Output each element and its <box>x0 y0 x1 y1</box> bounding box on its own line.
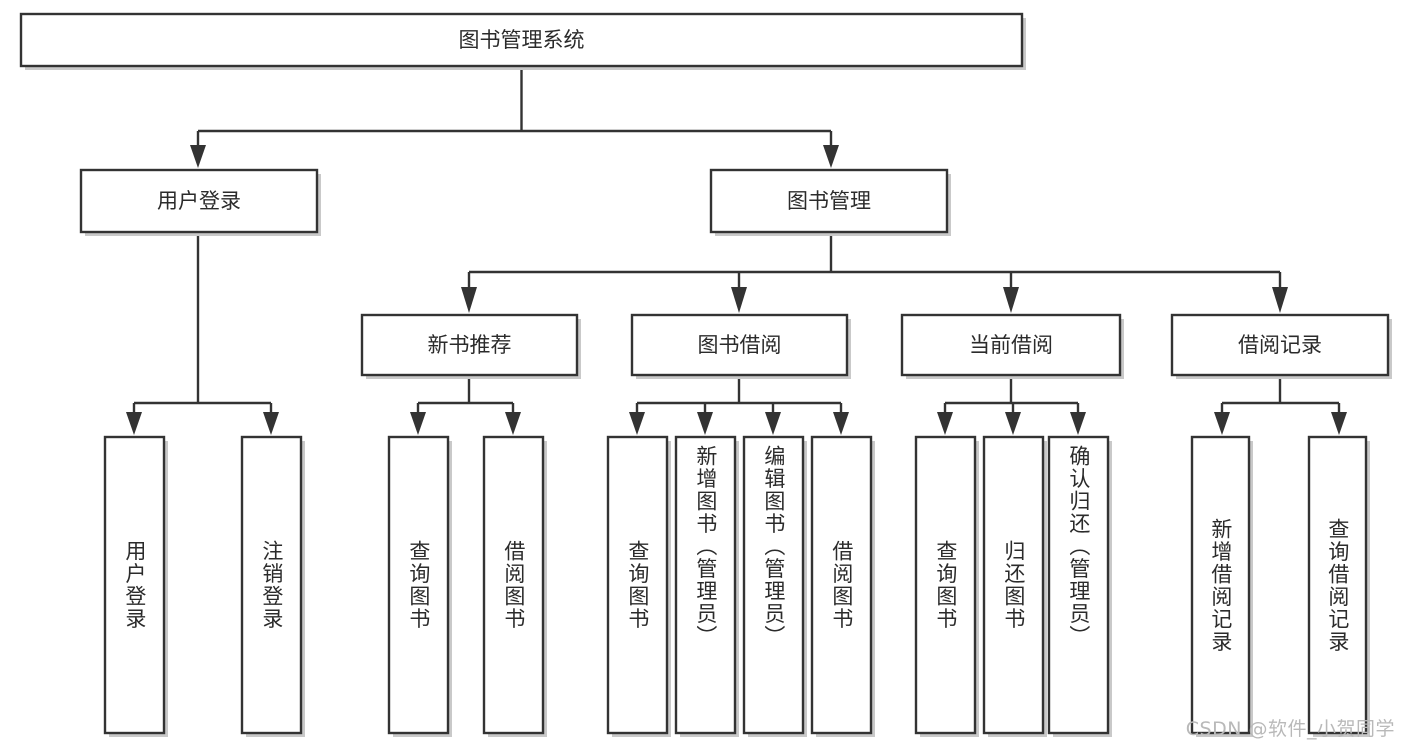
node-label-book-borrow: 图书借阅 <box>698 333 782 357</box>
level2-node-user-login-group <box>79 168 321 236</box>
leaf-box-cb-1 <box>914 435 977 735</box>
arrow-head-leaf-logout <box>263 412 279 435</box>
arrow-head-user-login <box>190 145 206 168</box>
leaf-boxes-current-borrow <box>914 435 1112 737</box>
leaf-box-nbr-2 <box>482 435 545 735</box>
arrow-head-bb-leaf-3 <box>765 412 781 435</box>
leaf-box-bb-3 <box>742 435 805 735</box>
connectors-borrow-record-to-leaves <box>1214 375 1347 435</box>
arrow-head-book-manage <box>823 145 839 168</box>
root-node-box <box>19 12 1024 68</box>
leaf-box-nbr-1 <box>387 435 450 735</box>
connectors-user-login-to-leaves <box>126 232 279 435</box>
leaf-boxes-book-borrow <box>606 435 875 737</box>
leaf-box-bb-4 <box>810 435 873 735</box>
arrow-head-borrow-record <box>1272 287 1288 313</box>
arrow-head-nbr-leaf-2 <box>505 412 521 435</box>
leaf-boxes-user-login <box>103 435 305 737</box>
arrow-head-bb-leaf-2 <box>697 412 713 435</box>
arrow-head-new-book-recommend <box>461 287 477 313</box>
level2-node-book-manage-group <box>709 168 951 236</box>
node-box-book-manage <box>709 168 949 234</box>
arrow-head-cb-leaf-2 <box>1005 412 1021 435</box>
connectors-book-borrow-to-leaves <box>629 375 849 435</box>
leaf-box-bb-2 <box>674 435 737 735</box>
node-label-user-login: 用户登录 <box>157 189 241 213</box>
node-box-borrow-record <box>1170 313 1390 377</box>
arrow-head-current-borrow <box>1003 287 1019 313</box>
node-label-current-borrow: 当前借阅 <box>969 333 1053 357</box>
arrow-head-bb-leaf-1 <box>629 412 645 435</box>
leaf-box-cb-3 <box>1047 435 1110 735</box>
leaf-box-cb-2 <box>982 435 1045 735</box>
leaf-box-ul-1 <box>103 435 166 735</box>
node-box-user-login <box>79 168 319 234</box>
level3-node-new-book-recommend-group <box>360 313 581 379</box>
leaf-box-bb-1 <box>606 435 669 735</box>
connectors-root-to-level2 <box>190 66 839 168</box>
arrow-head-cb-leaf-1 <box>937 412 953 435</box>
root-node-label: 图书管理系统 <box>459 28 585 52</box>
node-box-book-borrow <box>630 313 849 377</box>
arrow-head-bb-leaf-4 <box>833 412 849 435</box>
arrow-head-br-leaf-1 <box>1214 412 1230 435</box>
connectors-new-book-recommend-to-leaves <box>410 375 521 435</box>
connectors-current-borrow-to-leaves <box>937 375 1086 435</box>
node-box-current-borrow <box>900 313 1122 377</box>
connectors-book-manage-to-level3 <box>461 232 1288 313</box>
leaf-box-br-1 <box>1190 435 1251 735</box>
watermark-text: CSDN @软件_小贺同学 <box>1185 718 1395 740</box>
node-label-new-book-recommend: 新书推荐 <box>428 333 512 357</box>
level3-node-borrow-record-group <box>1170 313 1392 379</box>
leaf-box-br-2 <box>1307 435 1368 735</box>
leaf-box-ul-2 <box>240 435 303 735</box>
leaf-boxes-new-book-recommend <box>387 435 547 737</box>
arrow-head-cb-leaf-3 <box>1070 412 1086 435</box>
arrow-head-br-leaf-2 <box>1331 412 1347 435</box>
node-box-new-book-recommend <box>360 313 579 377</box>
root-node-group <box>19 12 1026 70</box>
level3-node-book-borrow-group <box>630 313 851 379</box>
node-label-book-manage: 图书管理 <box>787 189 871 213</box>
level3-node-current-borrow-group <box>900 313 1124 379</box>
node-label-borrow-record: 借阅记录 <box>1238 333 1322 357</box>
arrow-head-book-borrow <box>731 287 747 313</box>
leaf-boxes-borrow-record <box>1190 435 1370 737</box>
arrow-head-leaf-user-login <box>126 412 142 435</box>
arrow-head-nbr-leaf-1 <box>410 412 426 435</box>
